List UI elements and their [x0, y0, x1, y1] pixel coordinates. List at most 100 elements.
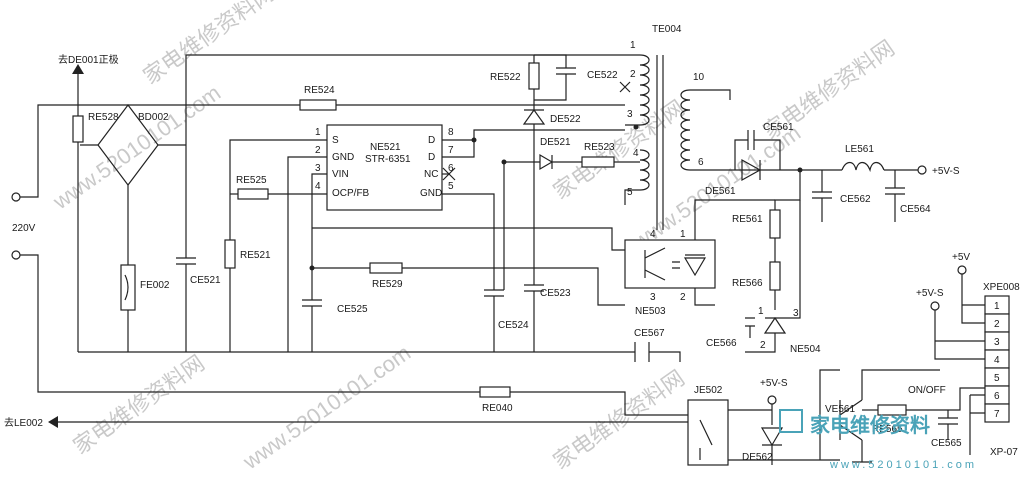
- input-section: 220V RE528 BD002 FE002 CE521 RE524 去DE00…: [4, 53, 700, 429]
- label-de522: DE522: [550, 114, 581, 125]
- resistor-re565: [877, 404, 907, 416]
- snubber: RE522 CE522 DE522: [490, 54, 618, 130]
- pin-number: 3: [627, 109, 633, 120]
- label-re525: RE525: [236, 175, 267, 186]
- pin-number: 1: [315, 127, 321, 138]
- relay-je502: JE502 +5V-S DE562: [687, 378, 788, 466]
- aux-caps: CE524 CE523: [484, 130, 571, 352]
- label-ne504: NE504: [790, 344, 821, 355]
- pin-label: D: [428, 135, 435, 146]
- label-te004: TE004: [652, 24, 682, 35]
- diode-de521: [504, 153, 554, 171]
- pin-number: 2: [760, 340, 766, 351]
- label-xpe008: XPE008: [983, 282, 1020, 293]
- nc-mark: [442, 167, 456, 181]
- pin-label: GND: [420, 188, 442, 199]
- pin-number: 7: [448, 145, 454, 156]
- transformer-core: [656, 55, 664, 230]
- pin-label: VIN: [332, 169, 349, 180]
- pin-number: 5: [627, 187, 633, 198]
- aux-winding-circuit: DE521 RE523: [501, 137, 640, 290]
- label-re524: RE524: [304, 85, 335, 96]
- label-ce562: CE562: [840, 194, 871, 205]
- pin-number: 1: [630, 40, 636, 51]
- label-to-de001: 去DE001正极: [58, 53, 119, 66]
- inductor-le561: [841, 161, 885, 173]
- label-re040: RE040: [482, 403, 513, 414]
- label-ce522: CE522: [587, 70, 618, 81]
- label-de562: DE562: [742, 452, 773, 463]
- label-re522: RE522: [490, 72, 521, 83]
- label-ce523: CE523: [540, 288, 571, 299]
- shunt-regulator-ne504: [745, 316, 787, 353]
- ac-terminal: [11, 250, 21, 260]
- pin-number: 6: [448, 163, 454, 174]
- label-de561: DE561: [705, 186, 736, 197]
- label-plus5v-s-relay: +5V-S: [760, 378, 788, 389]
- pin-label: GND: [332, 152, 354, 163]
- pin-number: 10: [693, 72, 705, 83]
- resistor-re528: [72, 115, 84, 143]
- label-ve561: VE561: [825, 404, 855, 415]
- resistor-re524: [299, 99, 337, 111]
- label-re566: RE566: [732, 278, 763, 289]
- capacitor-ce567: [634, 342, 650, 362]
- feedback-network: CE525 RE529: [302, 227, 625, 352]
- pin-number: 2: [315, 145, 321, 156]
- pin-number: 4: [994, 355, 1000, 366]
- label-re528: RE528: [88, 112, 119, 123]
- ic-body: [326, 124, 443, 211]
- label-xp07: XP-07: [990, 447, 1018, 458]
- optocoupler-ne503: 4 1 3 2 NE503: [624, 199, 775, 317]
- connector-xpe008: XPE008 1 2 3 4 5 6 7 +5V +5V-S XP-07: [916, 252, 1020, 458]
- resistor-re521: [224, 239, 236, 269]
- resistor-re522: [528, 62, 540, 90]
- watermark: 家电维修资料网: [549, 365, 690, 474]
- label-ce524: CE524: [498, 320, 529, 331]
- watermark: 家电维修资料网: [549, 95, 690, 204]
- label-plus5v: +5V: [952, 252, 970, 263]
- label-re529: RE529: [372, 279, 403, 290]
- resistor-re525-group: RE525 RE521: [224, 175, 271, 352]
- label-ce565: CE565: [931, 438, 962, 449]
- diode-de562: [760, 404, 784, 465]
- resistor-re040: [479, 386, 511, 398]
- resistor-re566: [769, 261, 781, 291]
- pin-number: 5: [994, 373, 1000, 384]
- pin-number: 3: [994, 337, 1000, 348]
- label-bd002: BD002: [138, 112, 169, 123]
- label-ne503: NE503: [635, 306, 666, 317]
- resistor-re525: [237, 188, 269, 200]
- label-to-le002: 去LE002: [4, 417, 43, 429]
- label-ic-part: STR-6351: [365, 154, 411, 165]
- label-ic-name: NE521: [370, 142, 401, 153]
- label-220v: 220V: [12, 223, 36, 234]
- label-ce521: CE521: [190, 275, 221, 286]
- label-ce525: CE525: [337, 304, 368, 315]
- optocoupler-body: [624, 239, 716, 289]
- resistor-re523: [581, 156, 615, 168]
- watermark: www.52010101.com: [238, 340, 415, 475]
- pin-number: 3: [793, 308, 799, 319]
- label-le561: LE561: [845, 144, 874, 155]
- label-je502: JE502: [694, 385, 723, 396]
- secondary-output: DE561 CE561 LE561 +5V-S CE562 CE564 RE56…: [705, 122, 960, 355]
- pin-number: 3: [315, 163, 321, 174]
- label-ce561: CE561: [763, 122, 794, 133]
- switch-transistor: VE561 RE565 CE565 ON/OFF: [772, 369, 985, 463]
- pin-number: 4: [650, 229, 656, 240]
- relay-body: [687, 399, 729, 466]
- pin-number: 6: [994, 391, 1000, 402]
- label-ce564: CE564: [900, 204, 931, 215]
- site-logo: 家电维修资料 www.52010101.com: [779, 409, 977, 471]
- resistor-re040-group: RE040: [479, 386, 513, 414]
- pin-number: 6: [698, 157, 704, 168]
- label-fe002: FE002: [140, 280, 170, 291]
- logo-url: www.52010101.com: [829, 459, 977, 471]
- capacitor-ce566: [745, 317, 755, 338]
- pin-label: S: [332, 135, 339, 146]
- pin-number: 7: [994, 409, 1000, 420]
- label-de521: DE521: [540, 137, 571, 148]
- pin-number: 5: [448, 181, 454, 192]
